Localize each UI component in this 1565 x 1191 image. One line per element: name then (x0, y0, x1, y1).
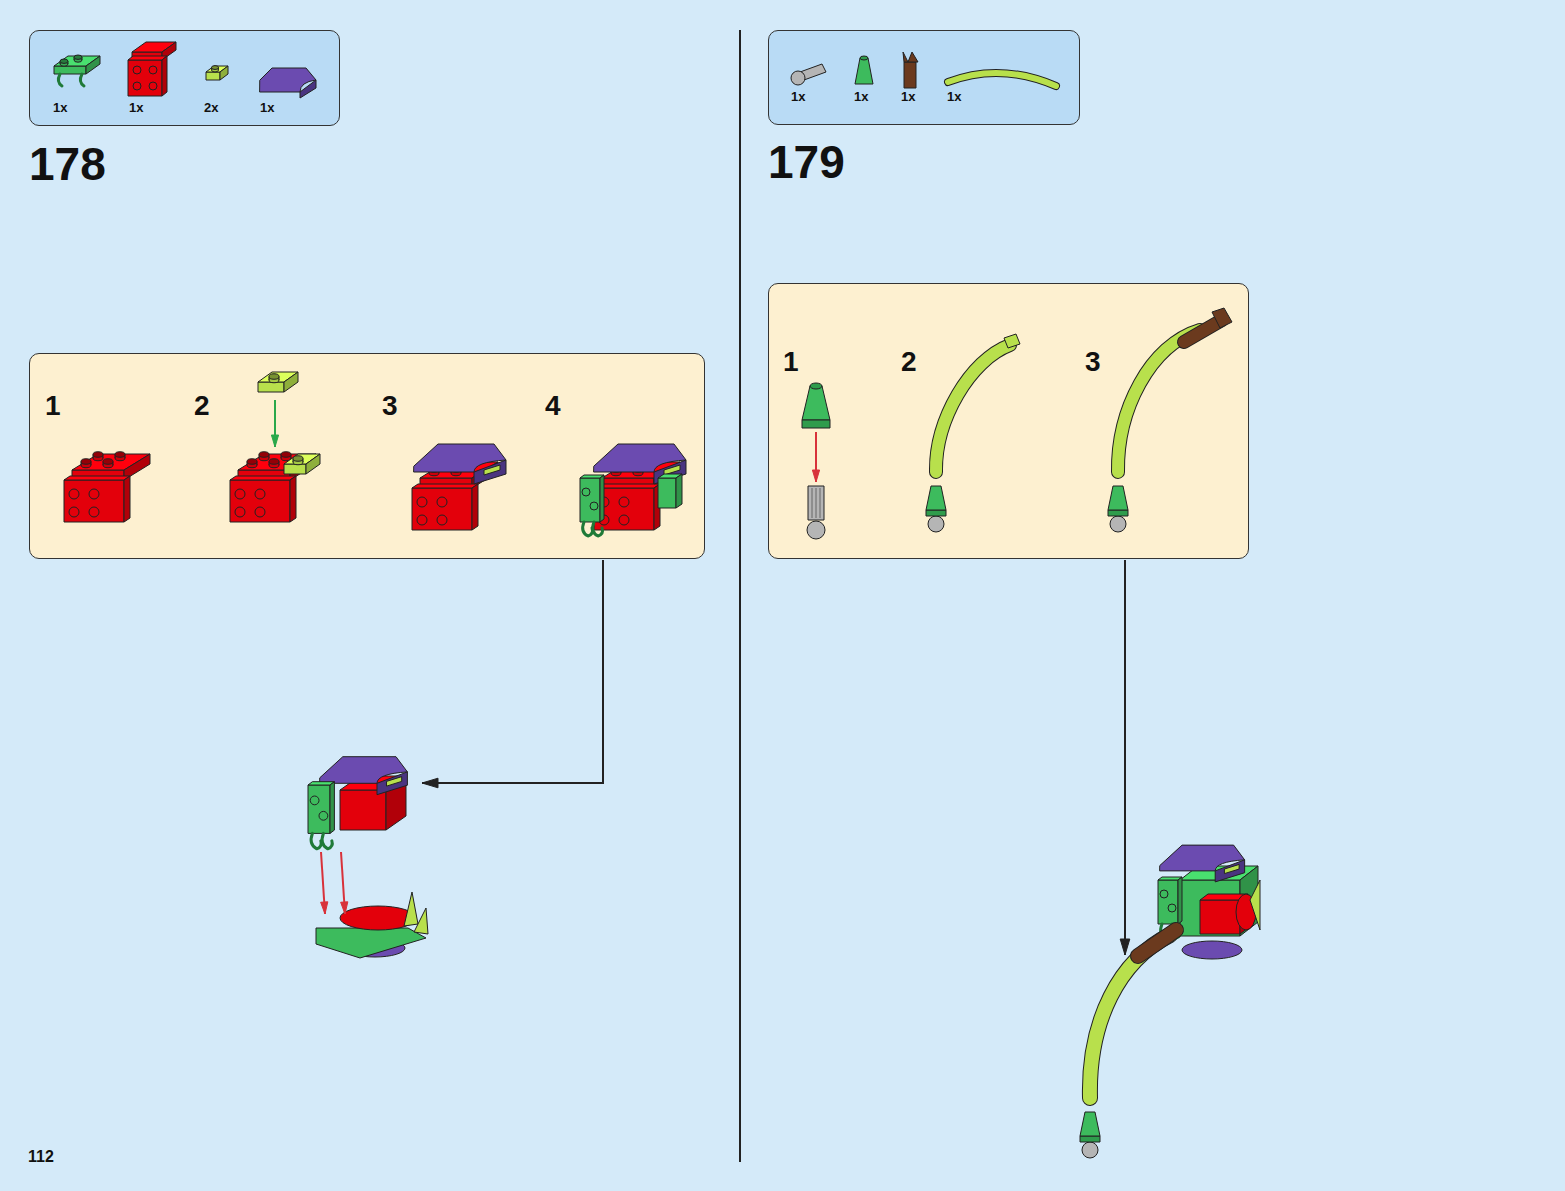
part-quantity: 1x (854, 90, 868, 103)
shape (321, 902, 328, 914)
part-quantity: 1x (129, 101, 143, 114)
parts-callout: 1x 1x 1x 1x (768, 30, 1080, 125)
shape (422, 778, 438, 788)
main-assembly (308, 757, 428, 958)
leader-arrow (1120, 560, 1130, 955)
shape (377, 772, 407, 795)
shape (1161, 924, 1171, 938)
shape (1200, 894, 1248, 900)
shape (310, 796, 319, 805)
part-quantity: 1x (53, 101, 67, 114)
divider-line (739, 30, 741, 1162)
shape (404, 892, 418, 926)
shape (1240, 866, 1258, 936)
shape (1180, 866, 1258, 880)
shape (345, 939, 405, 957)
shape (1215, 860, 1244, 882)
leader-arrow (422, 560, 603, 788)
arrow-line (1124, 560, 1126, 955)
part-quantity: 1x (901, 90, 915, 103)
shape (340, 790, 386, 830)
shape (340, 906, 416, 930)
arrow-line (341, 852, 345, 914)
shape (386, 776, 406, 830)
part-quantity: 1x (947, 90, 961, 103)
shape (1171, 924, 1181, 938)
shape (1178, 877, 1182, 924)
shape (1236, 894, 1256, 930)
substep-panel: 1 2 3 (768, 283, 1249, 559)
substep-number: 3 (382, 392, 398, 420)
shape (316, 928, 426, 958)
part-quantity: 2x (204, 101, 218, 114)
shape (1240, 894, 1248, 934)
shape (1168, 904, 1176, 912)
substep-number: 2 (194, 392, 210, 420)
shape (341, 902, 348, 914)
substep-number: 4 (545, 392, 561, 420)
shape (308, 782, 334, 785)
step-number: 178 (29, 141, 106, 187)
arrow-line (321, 852, 325, 914)
shape (1158, 877, 1182, 880)
substep-number: 1 (783, 348, 799, 376)
part-quantity: 1x (260, 101, 274, 114)
shape (319, 811, 328, 820)
shape (1090, 935, 1170, 1098)
parts-callout: 1x 1x 2x 1x (29, 30, 340, 126)
shape (1080, 1112, 1100, 1136)
shape (1138, 930, 1176, 956)
shape (1090, 935, 1170, 1098)
arrow-line (422, 560, 603, 783)
page-number: 112 (28, 1149, 54, 1165)
part-quantity: 1x (791, 90, 805, 103)
shape (1160, 845, 1245, 871)
shape (414, 908, 428, 934)
main-assembly (1080, 845, 1260, 1158)
shape (1158, 880, 1178, 924)
substep-number: 1 (45, 392, 61, 420)
shape (308, 785, 330, 833)
shape (1180, 880, 1240, 936)
step-number: 179 (768, 139, 845, 185)
shape (1200, 900, 1240, 934)
shape (387, 777, 402, 787)
page-divider (740, 30, 741, 1162)
shape (1250, 880, 1260, 930)
shape (340, 776, 406, 790)
shape (320, 757, 407, 784)
substep-number: 3 (1085, 348, 1101, 376)
shape (1120, 939, 1130, 955)
shape (311, 833, 321, 848)
shape (1080, 1136, 1100, 1142)
shape (330, 782, 334, 834)
substep-panel: 1 2 3 4 (29, 353, 705, 559)
shape (1182, 941, 1242, 959)
substep-number: 2 (901, 348, 917, 376)
shape (1160, 890, 1168, 898)
shape (1082, 1142, 1098, 1158)
shape (1224, 864, 1239, 873)
shape (1138, 930, 1176, 956)
shape (322, 833, 332, 848)
